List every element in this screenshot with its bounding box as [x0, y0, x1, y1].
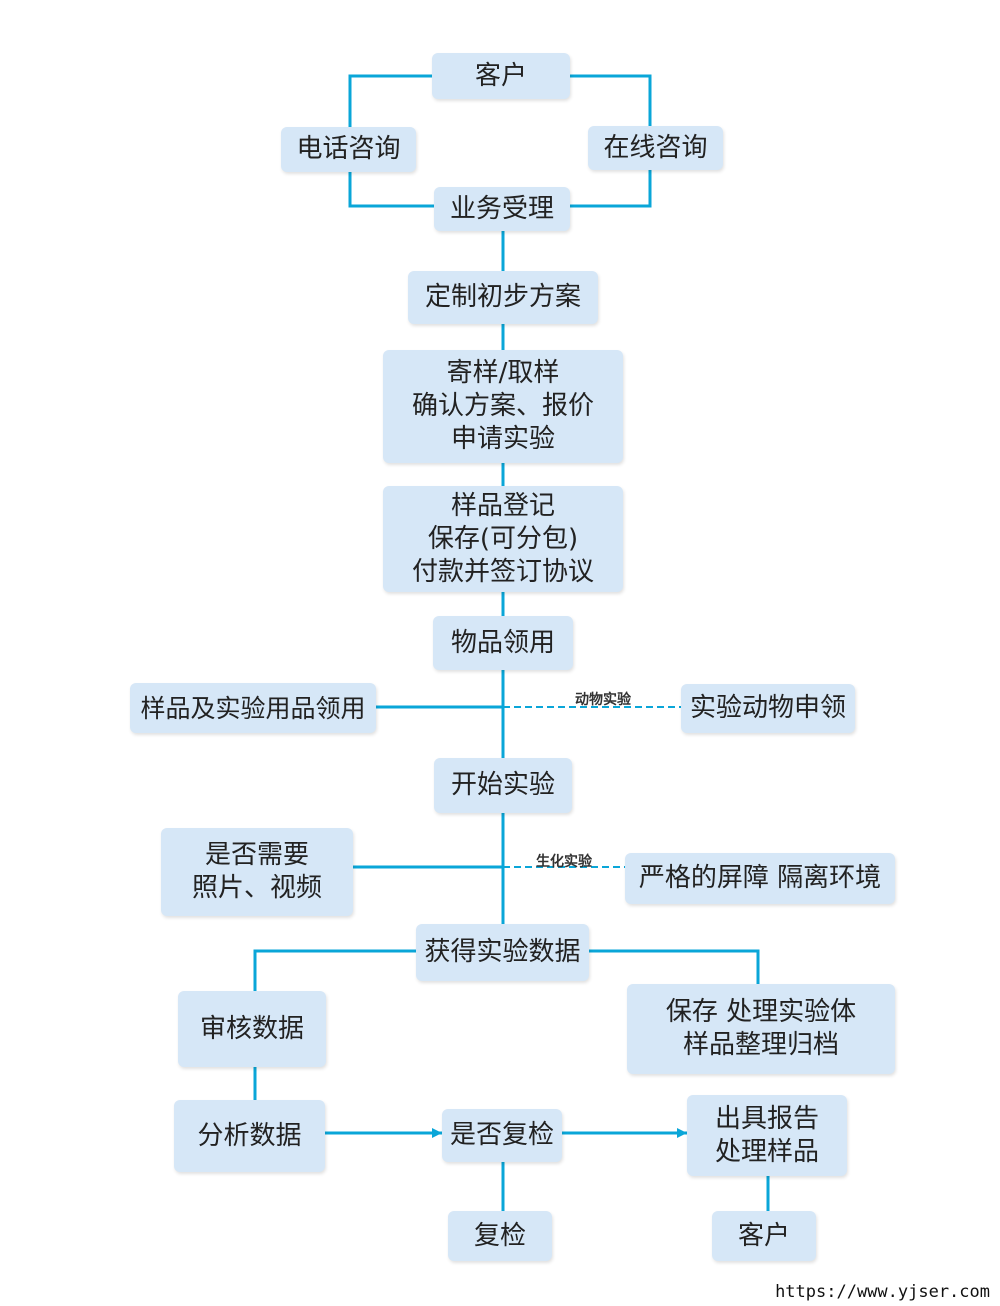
sample-register-box: 样品登记 保存(可分包) 付款并签订协议 [383, 486, 623, 592]
connector-data-archive [589, 949, 760, 984]
item-requisition-box: 物品领用 [433, 616, 573, 670]
get-data-box: 获得实验数据 [416, 924, 589, 981]
analyze-data-box: 分析数据 [174, 1100, 325, 1172]
photo-video-box: 是否需要 照片、视频 [161, 828, 353, 916]
recheck-box: 复检 [448, 1211, 552, 1261]
customer-top-box: 客户 [432, 53, 570, 99]
sample-lab-supplies-box: 样品及实验用品领用 [130, 683, 376, 733]
animal-requisition-box: 实验动物申领 [681, 684, 855, 733]
online-consult-box: 在线咨询 [588, 126, 723, 170]
animal-experiment-label: 动物实验 [575, 692, 631, 708]
store-archive-box: 保存 处理实验体 样品整理归档 [627, 984, 895, 1074]
start-experiment-box: 开始实验 [434, 758, 572, 813]
biochem-experiment-label: 生化实验 [536, 854, 592, 870]
phone-consult-box: 电话咨询 [281, 127, 416, 172]
custom-plan-box: 定制初步方案 [408, 271, 598, 324]
review-data-box: 审核数据 [178, 991, 326, 1067]
customer-bottom-box: 客户 [712, 1211, 816, 1261]
business-accept-box: 业务受理 [434, 187, 570, 231]
sample-send-box: 寄样/取样 确认方案、报价 申请实验 [383, 350, 623, 463]
arrowhead-recheckq [432, 1128, 442, 1138]
recheck-question-box: 是否复检 [442, 1109, 562, 1162]
watermark-url: https://www.yjser.com [773, 1282, 992, 1302]
isolation-env-box: 严格的屏障 隔离环境 [625, 853, 895, 904]
connector-data-review [253, 949, 416, 991]
arrowhead-report [677, 1128, 687, 1138]
report-sample-box: 出具报告 处理样品 [687, 1095, 847, 1176]
